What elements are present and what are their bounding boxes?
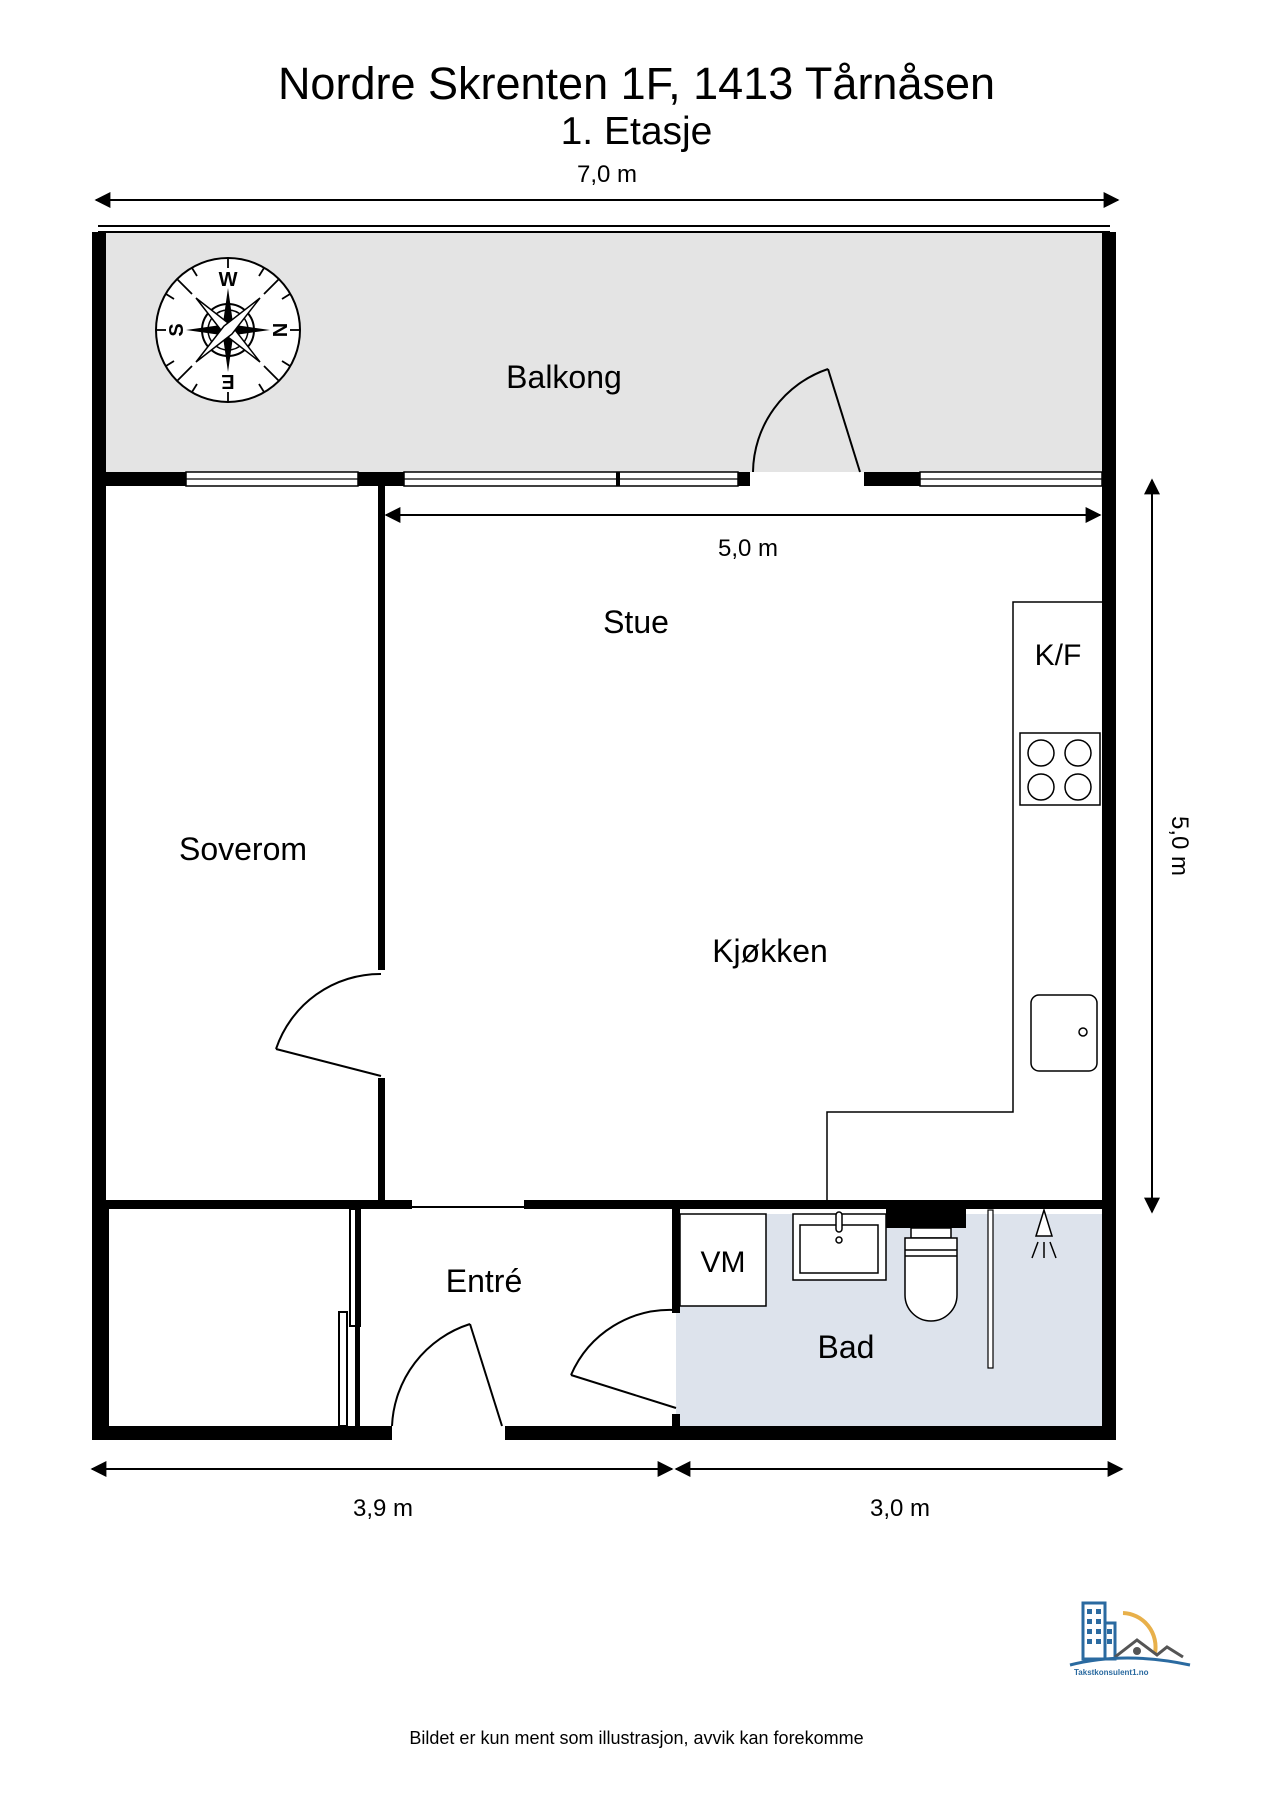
bathroom-door[interactable] bbox=[570, 1308, 677, 1409]
compass-e: E bbox=[221, 370, 234, 392]
dimension-bottom-left-label: 3,9 m bbox=[353, 1495, 413, 1522]
balcony: Balkong bbox=[98, 225, 1110, 472]
dimension-inner-label: 5,0 m bbox=[718, 535, 778, 562]
room-label-living: Stue bbox=[603, 604, 669, 640]
dimension-top-label: 7,0 m bbox=[577, 161, 637, 188]
balcony-door[interactable] bbox=[752, 368, 861, 473]
bathroom-sink-icon bbox=[792, 1211, 887, 1281]
stove-icon bbox=[1019, 732, 1101, 806]
bedroom-wall bbox=[378, 486, 385, 1208]
room-label-bedroom: Soverom bbox=[179, 831, 307, 867]
compass-icon: W N E S bbox=[155, 257, 301, 403]
kitchen-sink-icon bbox=[1030, 994, 1098, 1072]
middle-wall bbox=[92, 1200, 1102, 1209]
dimension-right-label: 5,0 m bbox=[1166, 816, 1193, 876]
shower-icon bbox=[1031, 1207, 1057, 1259]
compass-s: S bbox=[166, 323, 188, 336]
dimension-bottom-left: 3,9 m bbox=[90, 1461, 674, 1522]
entrance-door[interactable] bbox=[391, 1323, 503, 1427]
room-label-balcony: Balkong bbox=[506, 359, 622, 395]
plan-title: Nordre Skrenten 1F, 1413 Tårnåsen bbox=[277, 58, 996, 109]
dimension-top: 7,0 m bbox=[94, 161, 1120, 208]
compass-n: N bbox=[268, 323, 290, 337]
bedroom-door[interactable] bbox=[275, 972, 382, 1077]
bathroom-wall bbox=[672, 1209, 680, 1426]
room-label-entrance: Entré bbox=[446, 1263, 522, 1299]
fridge-freezer-label: K/F bbox=[1035, 639, 1082, 672]
dimension-bottom-right-label: 3,0 m bbox=[870, 1495, 930, 1522]
room-label-kitchen: Kjøkken bbox=[712, 933, 828, 969]
floor-label: 1. Etasje bbox=[560, 110, 713, 153]
toilet-icon bbox=[886, 1206, 966, 1322]
storage-room bbox=[106, 1208, 361, 1427]
dimension-right: 5,0 m bbox=[1144, 478, 1193, 1214]
outer-walls bbox=[92, 232, 1116, 1440]
dimension-inner: 5,0 m bbox=[384, 507, 1102, 562]
company-logo bbox=[1069, 1601, 1191, 1667]
logo-text: Takstkonsulent1.no bbox=[1074, 1668, 1149, 1677]
kitchen-counter bbox=[826, 601, 1102, 1200]
balcony-facade bbox=[106, 471, 1103, 487]
shower-screen bbox=[987, 1209, 994, 1369]
washing-machine-label: VM bbox=[701, 1246, 746, 1279]
compass-w: W bbox=[219, 269, 238, 291]
washing-machine: VM bbox=[679, 1213, 767, 1307]
room-label-bathroom: Bad bbox=[818, 1329, 875, 1365]
disclaimer: Bildet er kun ment som illustrasjon, avv… bbox=[409, 1728, 864, 1748]
dimension-bottom-right: 3,0 m bbox=[674, 1461, 1124, 1522]
